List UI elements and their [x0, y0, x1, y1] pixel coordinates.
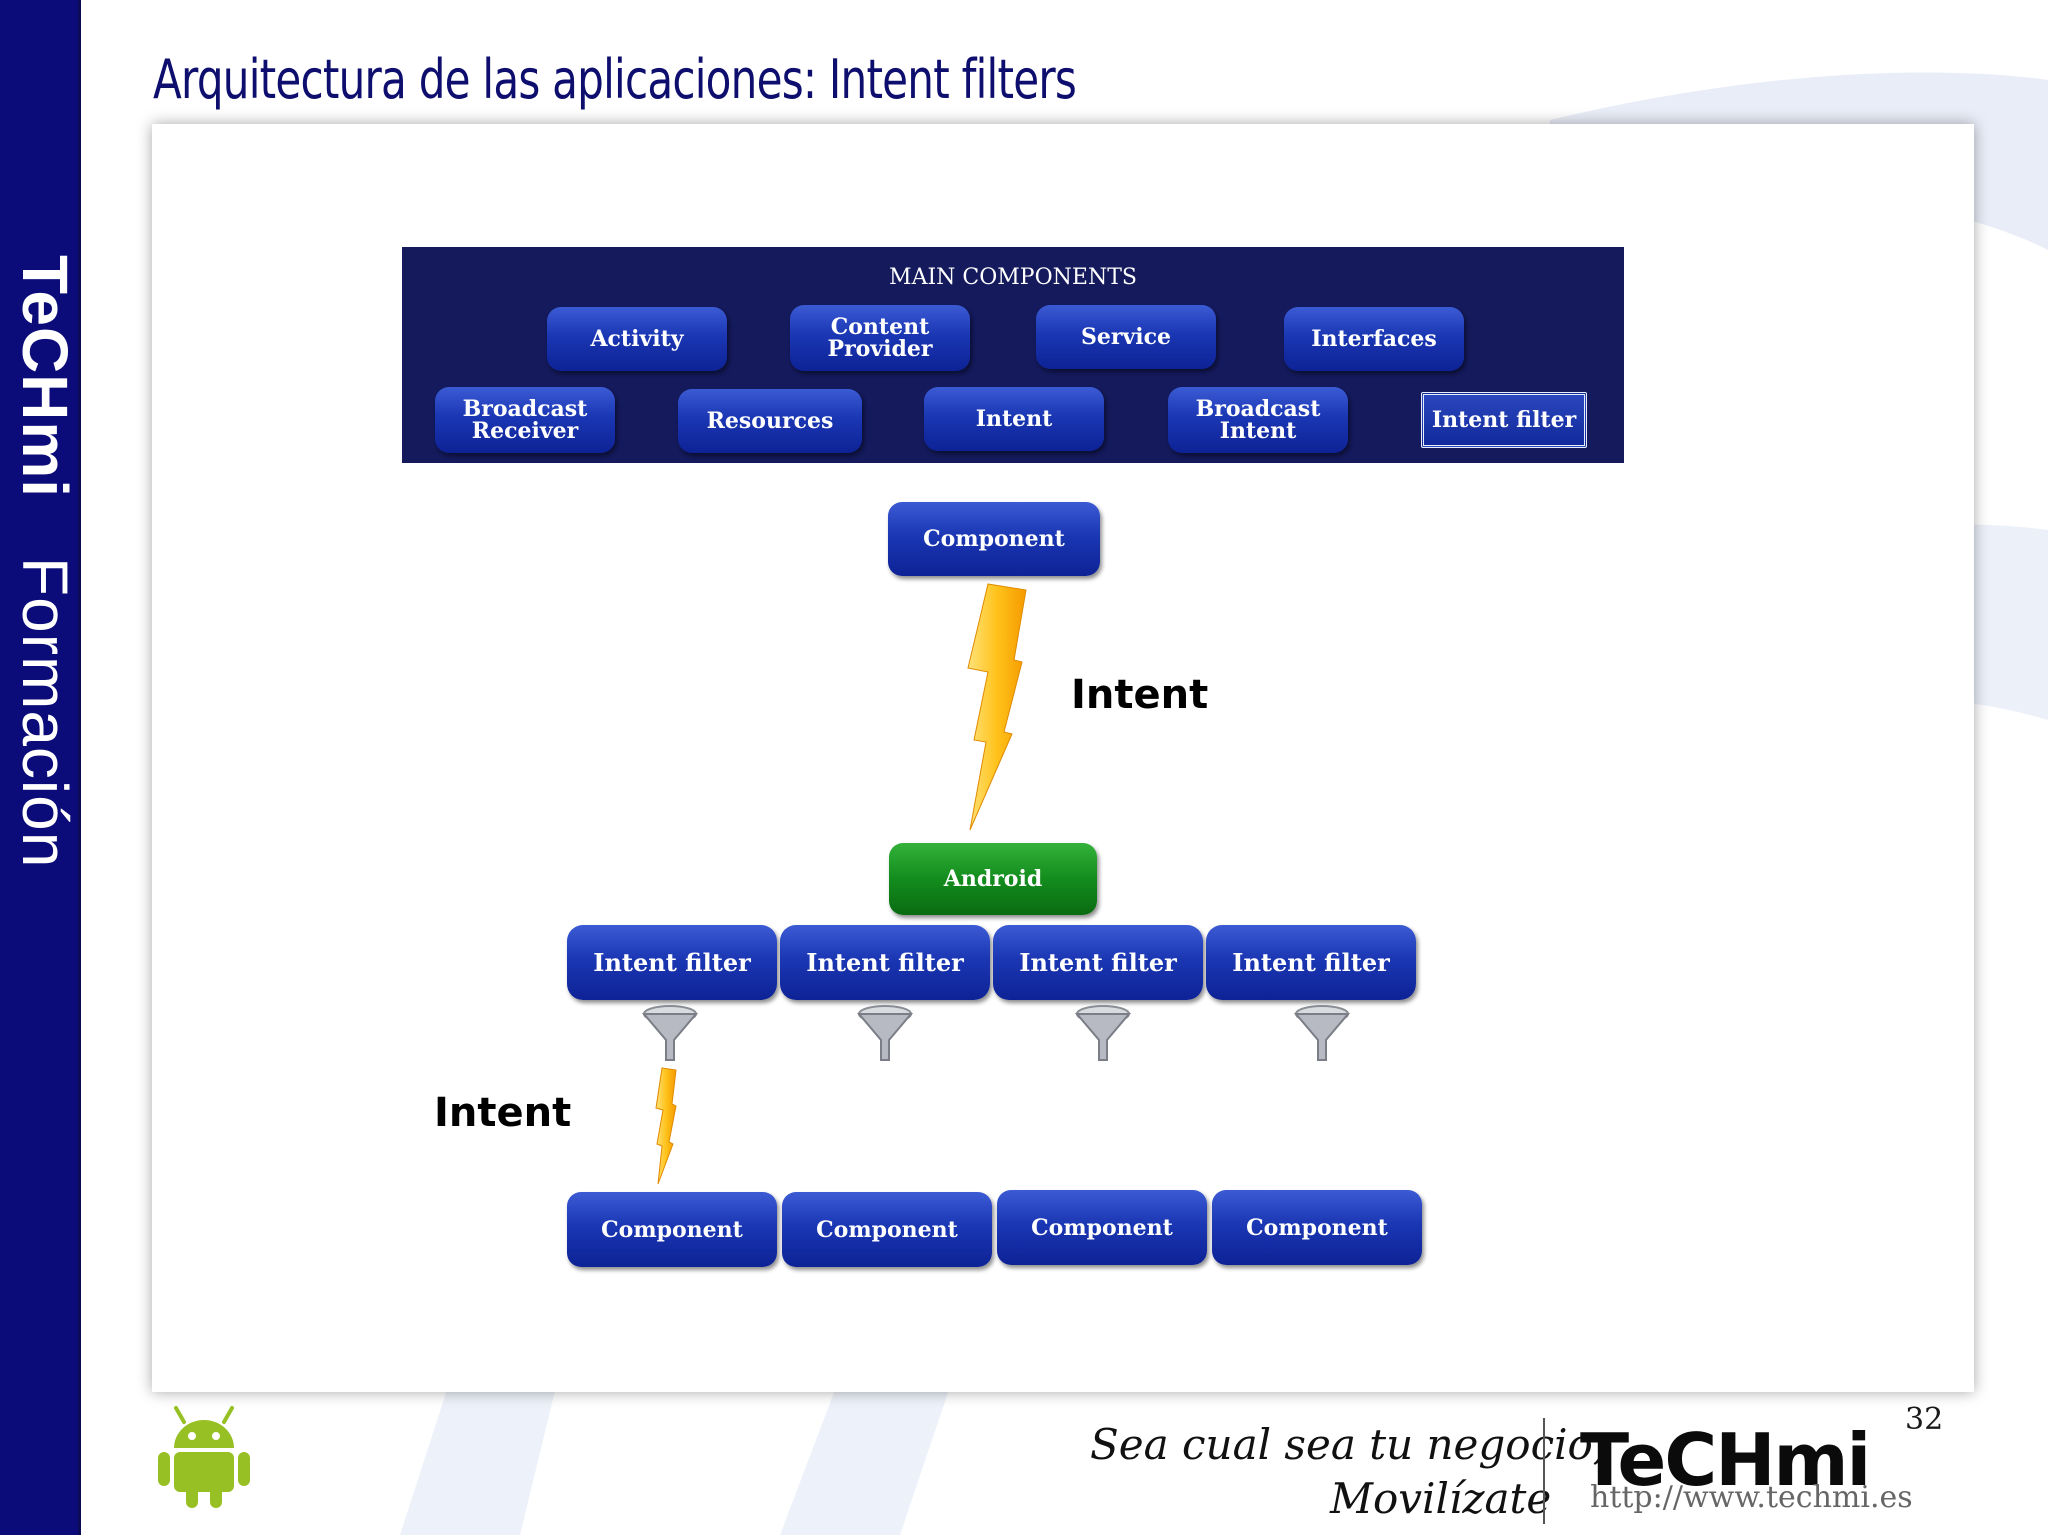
component-intent-filter-selected: Intent filter	[1421, 392, 1587, 448]
footer-slogan-line1: Sea cual sea tu negocio,	[1090, 1420, 1607, 1469]
sidebar-brand-logo: TeCHmi	[9, 255, 81, 499]
sidebar: TeCHmi Formación	[0, 0, 81, 1535]
component-target-3: Component	[997, 1190, 1207, 1265]
component-activity: Activity	[547, 307, 727, 371]
intent-filter-3: Intent filter	[993, 925, 1203, 1000]
component-target-1: Component	[567, 1192, 777, 1267]
sidebar-brand: TeCHmi Formación	[8, 255, 82, 868]
main-components-panel: MAIN COMPONENTS Activity Content Provide…	[402, 247, 1624, 463]
intent-label-top: Intent	[1071, 672, 1209, 718]
main-components-title: MAIN COMPONENTS	[889, 265, 1137, 290]
component-intent: Intent	[924, 387, 1104, 451]
sidebar-brand-tagline: Formación	[9, 556, 81, 869]
footer-slogan-line2: Movilízate	[1330, 1474, 1552, 1523]
component-target-2: Component	[782, 1192, 992, 1267]
intent-filter-2: Intent filter	[780, 925, 990, 1000]
page-number: 32	[1905, 1402, 1944, 1437]
intent-filter-1: Intent filter	[567, 925, 777, 1000]
component-service: Service	[1036, 305, 1216, 369]
top-component: Component	[888, 502, 1100, 576]
funnel-icon	[1074, 1005, 1132, 1061]
footer-logo: TeCHmi	[1580, 1418, 1871, 1502]
component-broadcast-intent: Broadcast Intent	[1168, 387, 1348, 453]
component-interfaces: Interfaces	[1284, 307, 1464, 371]
intent-label-bottom: Intent	[434, 1090, 572, 1136]
small-lightning-bolt-icon	[655, 1067, 677, 1185]
component-resources: Resources	[678, 389, 862, 453]
funnel-icon	[1293, 1005, 1351, 1061]
footer-divider	[1543, 1418, 1545, 1524]
lightning-bolt-icon	[967, 583, 1027, 831]
android-logo-icon	[158, 1406, 250, 1508]
component-broadcast-receiver: Broadcast Receiver	[435, 387, 615, 453]
android-node: Android	[889, 843, 1097, 915]
footer-url[interactable]: http://www.techmi.es	[1590, 1480, 1913, 1515]
funnel-icon	[856, 1005, 914, 1061]
component-content-provider: Content Provider	[790, 305, 970, 371]
funnel-icon	[641, 1005, 699, 1061]
component-target-4: Component	[1212, 1190, 1422, 1265]
slide-title: Arquitectura de las aplicaciones: Intent…	[153, 48, 1077, 111]
intent-filter-4: Intent filter	[1206, 925, 1416, 1000]
